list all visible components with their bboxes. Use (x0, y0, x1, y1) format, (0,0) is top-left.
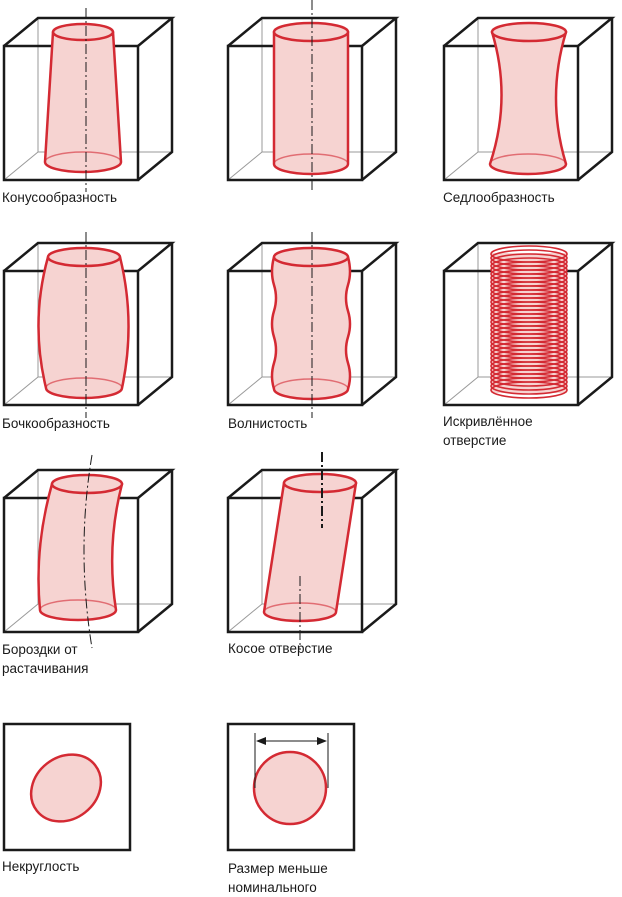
label-out-of-round: Некруглость (2, 859, 80, 874)
hole-slanted (262, 481, 358, 623)
hole-hourglass (488, 30, 568, 176)
cube-barrel (2, 232, 176, 418)
cube-curved (2, 454, 176, 649)
hole-curved (37, 482, 124, 622)
cube-taper (2, 8, 176, 192)
hole-barrel (37, 255, 130, 400)
ring (490, 369, 568, 387)
cube-hourglass (442, 16, 616, 182)
ring (490, 381, 568, 399)
hole-taper (43, 30, 123, 174)
dimension-arrow (254, 733, 329, 788)
cube-slanted (226, 452, 400, 650)
cube-straight (226, 0, 400, 192)
hole-undersize (252, 750, 328, 826)
hole-wavy (270, 255, 352, 401)
label-undersize: Размер меньше номинального (228, 861, 328, 895)
label-wavy: Волнистость (228, 416, 308, 431)
label-hourglass: Седлообразность (443, 190, 555, 205)
label-taper: Конусообразность (2, 190, 118, 205)
cube-wavy (226, 232, 400, 418)
ring (490, 373, 568, 391)
label-slanted: Косое отверстие (228, 641, 333, 656)
cube-rifled (442, 241, 616, 407)
hole-straight (272, 30, 350, 176)
label-barrel: Бочкообразность (2, 416, 110, 431)
hole-rifled (490, 245, 568, 399)
ring (490, 377, 568, 395)
section-undersize (226, 722, 356, 852)
section-out-of-round (2, 722, 132, 852)
label-curved: Бороздки от растачивания (2, 642, 89, 676)
label-rifled: Искривлённое отверстие (443, 414, 533, 448)
hole-out-of-round (29, 753, 103, 823)
